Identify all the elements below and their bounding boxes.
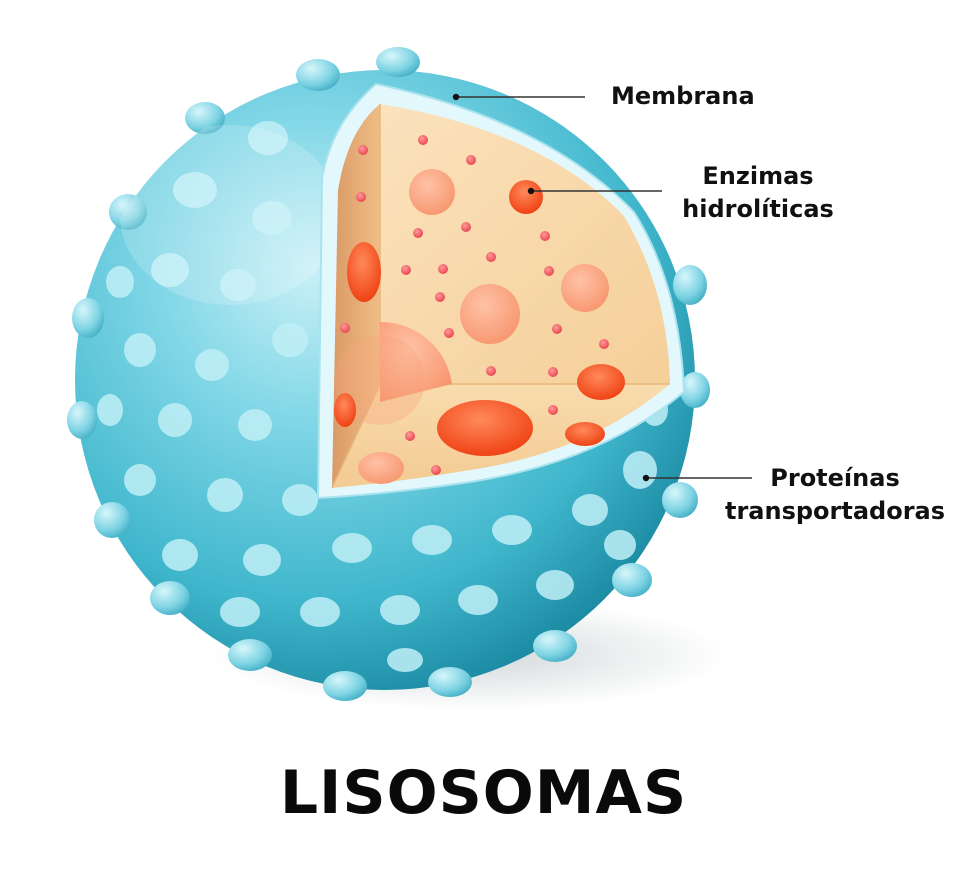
label-proteinas-line1: Proteínas: [770, 464, 900, 492]
hydrolytic-enzymes: [334, 135, 625, 484]
diagram-title: LISOSOMAS: [279, 758, 688, 828]
label-proteinas-transportadoras: Proteínas transportadoras: [725, 462, 945, 528]
label-proteinas-line2: transportadoras: [725, 497, 946, 525]
label-enzimas-line1: Enzimas: [702, 162, 814, 190]
label-membrana-text: Membrana: [611, 82, 755, 110]
label-enzimas-line2: hidrolíticas: [682, 195, 834, 223]
label-enzimas-hidroliticas: Enzimas hidrolíticas: [678, 160, 838, 226]
leader-lines: [452, 93, 752, 482]
transport-protein-bumps: [67, 47, 710, 701]
surface-bumps: [97, 121, 668, 672]
label-membrana: Membrana: [611, 80, 755, 113]
